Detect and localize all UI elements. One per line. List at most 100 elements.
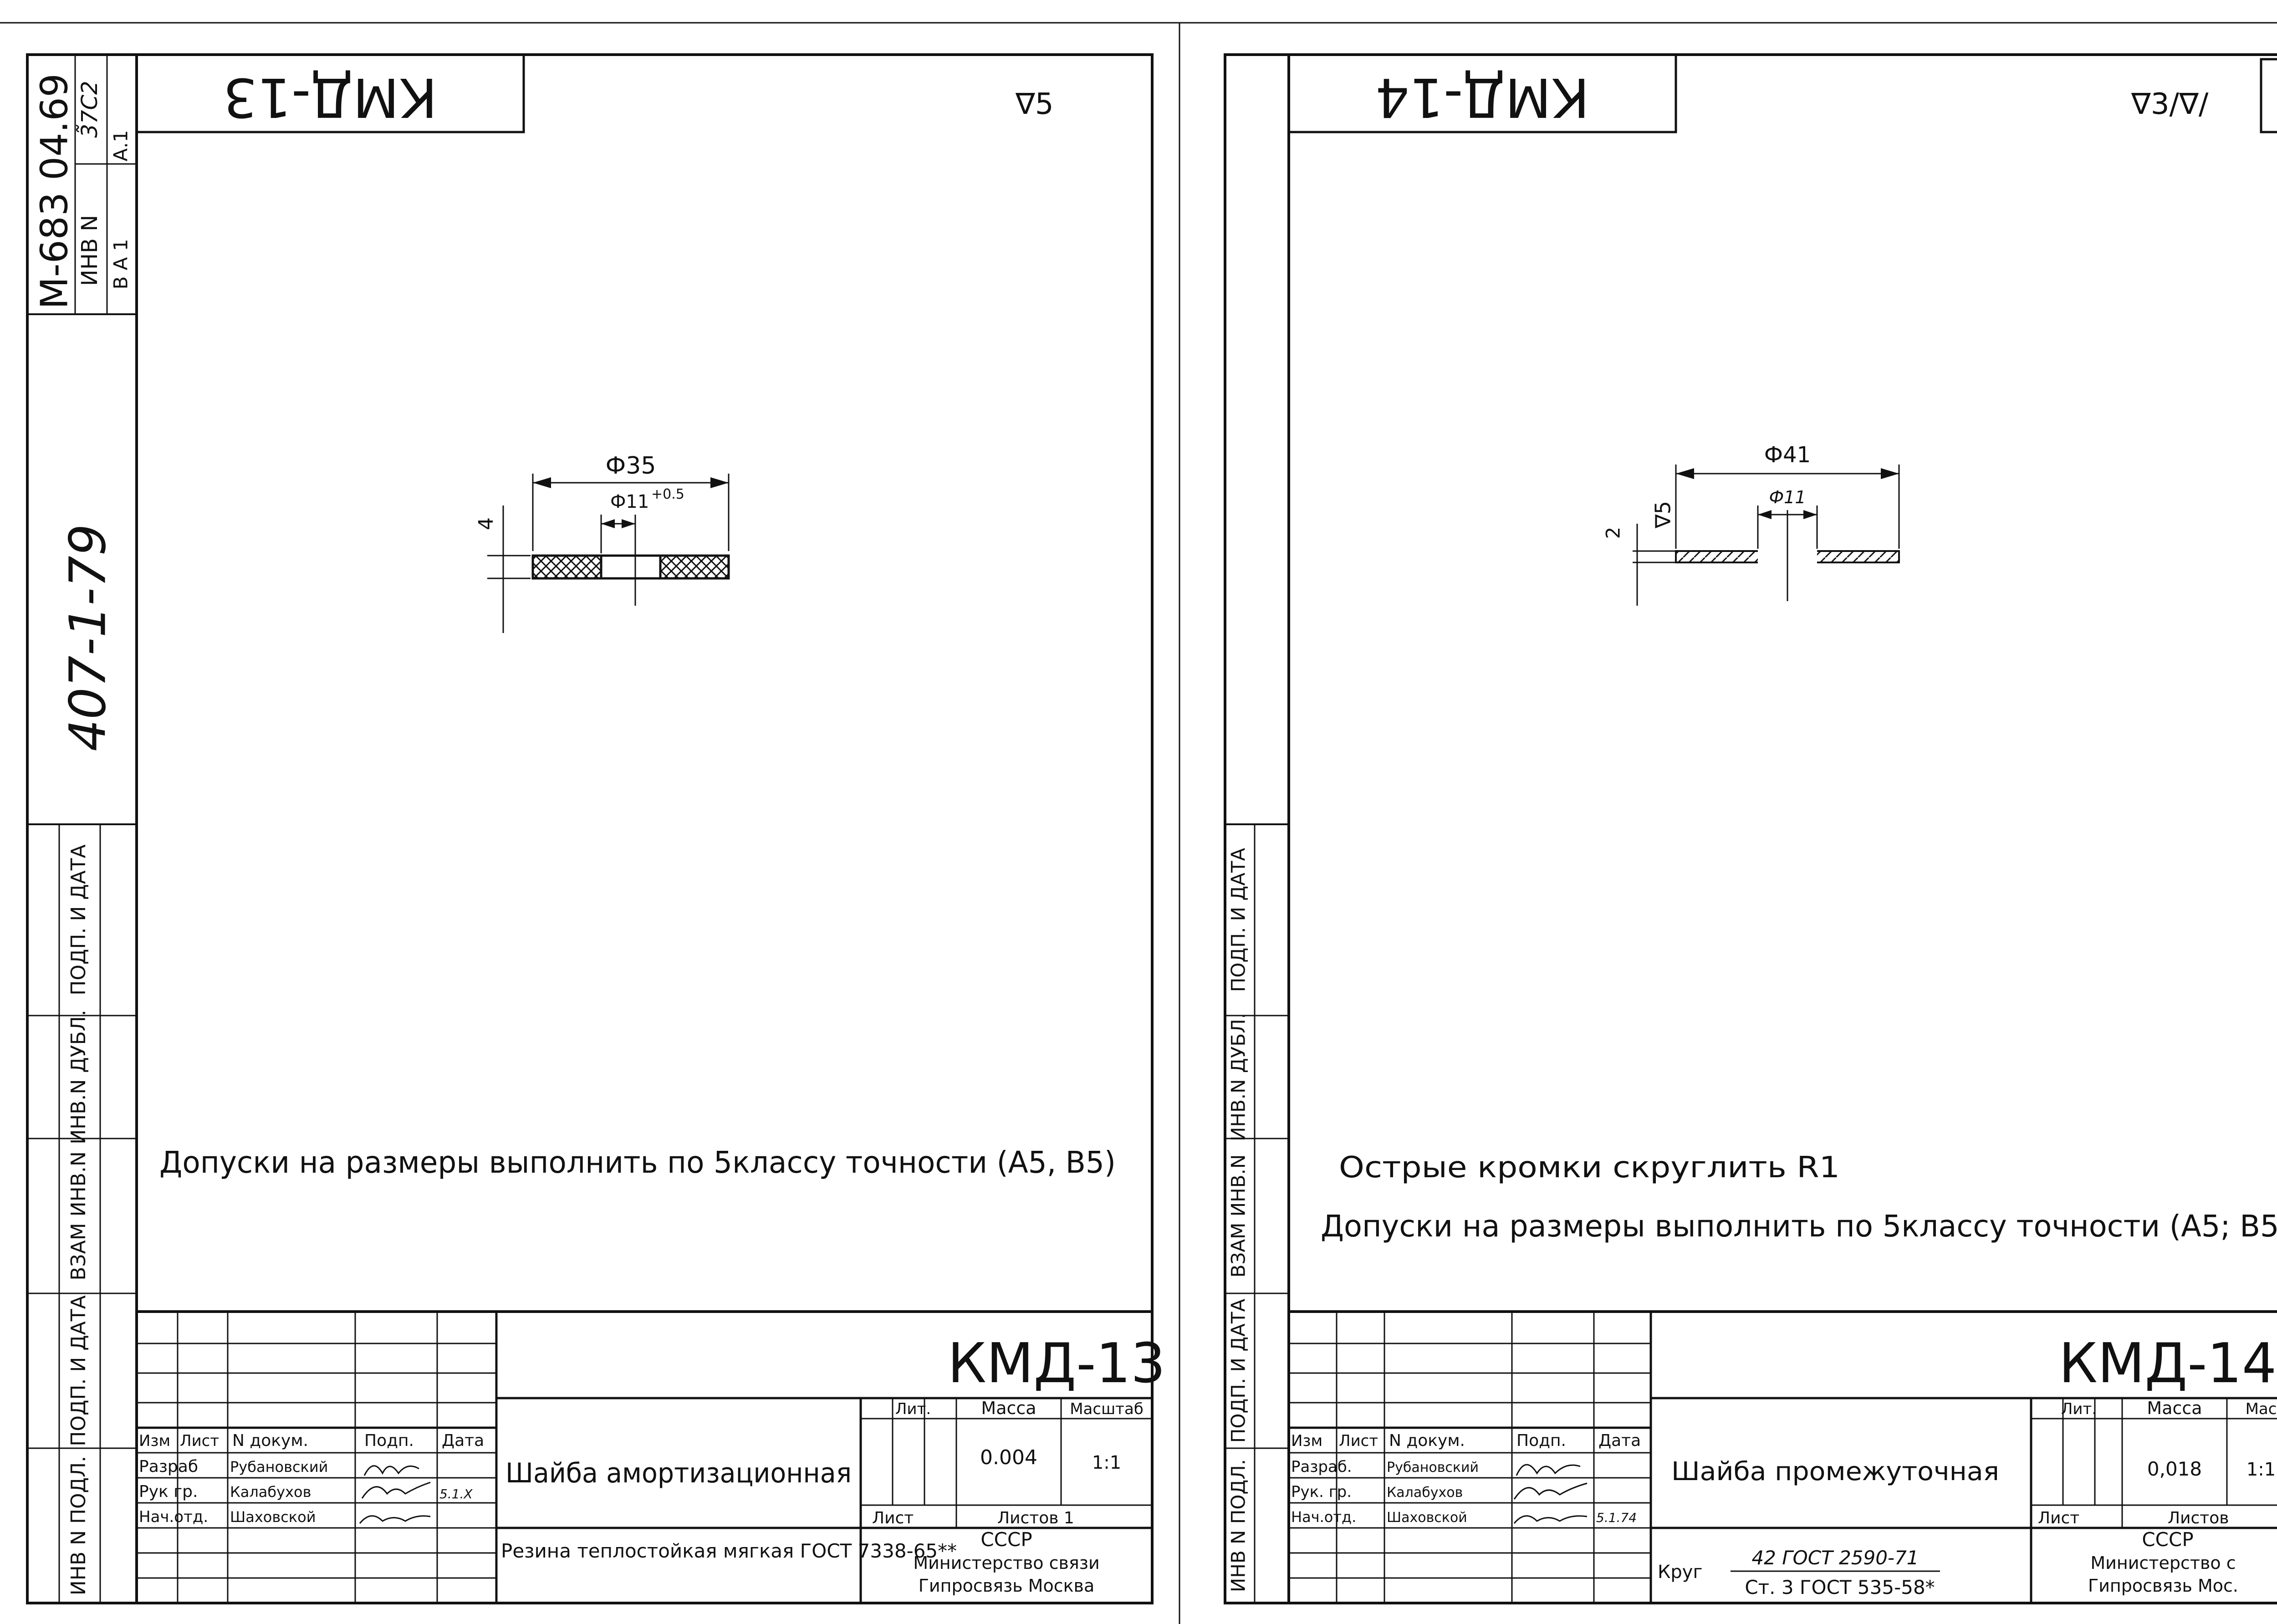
left-tb-lit-label: Лит. (895, 1400, 931, 1418)
left-stamp-inv: ИНВ N (77, 215, 102, 286)
right-dim-outer: Ф41 (1764, 442, 1811, 468)
left-tb-header-sign: Подп. (364, 1431, 414, 1450)
left-tb-date-3: 5.1.Х (439, 1486, 473, 1501)
left-roughness-mark: ∇5 (1015, 87, 1054, 121)
right-tb-header-list: Лист (1339, 1432, 1378, 1450)
left-tb-name-1: Рубановский (230, 1458, 328, 1476)
right-side-col-3: ВЗАМ ИНВ.N (1227, 1154, 1250, 1278)
right-signature-3 (1513, 1515, 1588, 1524)
left-dim-inner: Ф11 (610, 491, 649, 512)
left-tb-header-date: Дата (442, 1431, 484, 1450)
right-side-columns: ИНВ N ПОДЛ. ПОДП. И ДАТА ВЗАМ ИНВ.N ИНВ.… (1225, 823, 1289, 1603)
right-top-label: КМД-14 (1375, 66, 1590, 129)
right-dim-roughness: ∇5 (1651, 501, 1675, 529)
right-tb-part-name: Шайба промежуточная (1671, 1457, 1999, 1486)
right-roughness-mark: ∇3/∇/ (2131, 87, 2209, 121)
left-tb-sheets-label: Листов 1 (997, 1509, 1074, 1527)
left-signature-1 (363, 1465, 419, 1476)
right-tb-header-izm: Изм (1291, 1432, 1322, 1450)
right-tb-lit-label: Лит. (2061, 1400, 2097, 1418)
left-dim-tolerance: +0.5 (651, 486, 684, 502)
right-side-col-4: ИНВ.N ДУБЛ. (1227, 1013, 1250, 1141)
left-side-col-2: ПОДП. И ДАТА (67, 1295, 90, 1446)
left-tb-org-2: Министерство связи (913, 1553, 1099, 1573)
right-tb-org-3: Гипросвязь Мос. (2088, 1576, 2238, 1596)
left-tb-org-1: СССР (980, 1528, 1032, 1551)
right-tb-org-1: СССР (2142, 1528, 2193, 1551)
left-tb-scale: 1:1 (1092, 1452, 1121, 1473)
left-tb-mass: 0.004 (980, 1446, 1037, 1469)
left-tb-header-list: Лист (180, 1432, 219, 1450)
left-dim-outer: Ф35 (606, 452, 656, 480)
left-stamp-code: М-683 04.69 (33, 73, 76, 309)
left-title-block: Изм Лист N докум. Подп. Дата Разраб Руба… (135, 1310, 1165, 1604)
left-side-col-4: ИНВ.N ДУБЛ. (67, 1010, 90, 1144)
left-tb-material: Резина теплостойкая мягкая ГОСТ 7338-65*… (501, 1540, 957, 1562)
right-tb-scale: 1:1 (2246, 1459, 2276, 1480)
right-tb-header-doc: N докум. (1389, 1431, 1465, 1450)
right-dim-inner: Ф11 (1769, 487, 1806, 507)
left-tb-role-1: Разраб (139, 1457, 198, 1476)
right-tb-sheet-label: Лист (2038, 1509, 2079, 1527)
right-signature-1 (1516, 1464, 1581, 1476)
right-tb-role-2: Рук. гр. (1291, 1483, 1352, 1501)
left-tb-part-name: Шайба амортизационная (505, 1457, 852, 1489)
right-signature-2 (1513, 1482, 1588, 1500)
right-tb-role-1: Разраб. (1291, 1458, 1352, 1476)
right-tb-material-top: 42 ГОСТ 2590-71 (1751, 1547, 1919, 1569)
left-side-columns: ИНВ N ПОДЛ. ПОДП. И ДАТА ВЗАМ ИНВ.N ИНВ.… (27, 823, 137, 1603)
right-tb-role-3: Нач.отд. (1291, 1508, 1356, 1526)
left-side-stamp: М-683 04.69 ИНВ N 3̃7С2 В А 1 А.1 (27, 55, 137, 315)
left-tb-sheet-label: Лист (872, 1509, 914, 1527)
left-sheet: КМД-13 ∇5 М-683 04.69 ИНВ N 3̃7С2 В А 1 … (26, 53, 1165, 1604)
left-signature-2 (361, 1481, 431, 1499)
right-tb-header-date: Дата (1598, 1431, 1641, 1450)
right-tb-header-sign: Подп. (1516, 1431, 1566, 1450)
left-tb-role-3: Нач.отд. (139, 1508, 208, 1526)
left-tb-scale-label: Масштаб (1070, 1400, 1144, 1418)
left-tb-name-2: Калабухов (230, 1483, 311, 1501)
left-top-label: КМД-13 (223, 66, 438, 129)
right-tb-mass-label: Масса (2147, 1398, 2202, 1418)
left-side-col-3: ВЗАМ ИНВ.N (67, 1151, 90, 1281)
left-tb-org-3: Гипросвязь Москва (919, 1576, 1094, 1596)
left-tolerance-note: Допуски на размеры выполнить по 5классу … (159, 1145, 1116, 1180)
left-washer-drawing: Ф35 Ф11 +0.5 4 (475, 452, 730, 633)
right-tb-scale-label: Мас (2246, 1400, 2277, 1418)
left-side-col-1: ИНВ N ПОДЛ. (67, 1456, 90, 1595)
left-stamp-row-b: В А 1 (110, 239, 132, 290)
right-dim-thickness: 2 (1602, 527, 1624, 539)
right-edge-note: Острые кромки скруглить R1 (1339, 1151, 1840, 1185)
right-tb-material-prefix: Круг (1658, 1562, 1702, 1583)
left-tb-header-doc: N докум. (232, 1431, 308, 1450)
left-tb-name-3: Шаховской (230, 1508, 316, 1526)
left-tb-role-2: Рук гр. (139, 1482, 198, 1501)
left-stamp-handwritten: 3̃7С2 (76, 81, 102, 138)
right-tb-name-1: Рубановский (1387, 1460, 1479, 1476)
left-project-number: 407-1-79 (58, 524, 117, 751)
left-tb-header-izm: Изм (139, 1432, 170, 1450)
right-tolerance-note: Допуски на размеры выполнить по 5классу … (1321, 1209, 2277, 1244)
left-tb-material-text: Резина теплостойкая мягкая ГОСТ 7338-65*… (501, 1540, 957, 1562)
right-tb-name-2: Калабухов (1387, 1485, 1463, 1501)
left-stamp-row-a: А.1 (110, 130, 132, 162)
right-tb-sheets-label: Листов (2168, 1509, 2229, 1527)
right-tb-name-3: Шаховской (1387, 1510, 1467, 1526)
left-dim-thickness: 4 (475, 517, 498, 530)
left-signature-3 (359, 1515, 431, 1524)
right-tb-mass: 0,018 (2147, 1458, 2202, 1480)
right-tb-material-bottom: Ст. 3 ГОСТ 535-58* (1745, 1576, 1935, 1598)
right-tb-date-3: 5.1.74 (1596, 1510, 1637, 1525)
right-tb-designation: КМД-14 (2059, 1332, 2277, 1395)
right-side-col-2: ПОДП. И ДАТА (1227, 1299, 1250, 1443)
right-title-block: Изм Лист N докум. Подп. Дата Разраб. Руб… (1289, 1310, 2277, 1603)
right-sheet: КМД-14 ∇3/∇/ ИНВ N ПОДЛ. ПОДП. И ДАТА ВЗ… (1224, 53, 2277, 1604)
right-washer-drawing: 2 ∇5 Ф41 Ф11 (1602, 442, 1900, 606)
right-side-col-1: ИНВ N ПОДЛ. (1227, 1459, 1250, 1592)
right-tb-org-2: Министерство с (2090, 1553, 2236, 1573)
left-tb-designation: КМД-13 (948, 1332, 1165, 1395)
left-side-col-5: ПОДП. И ДАТА (67, 844, 90, 996)
right-corner-stamp-edge (2260, 58, 2277, 133)
left-tb-mass-label: Масса (981, 1398, 1036, 1418)
